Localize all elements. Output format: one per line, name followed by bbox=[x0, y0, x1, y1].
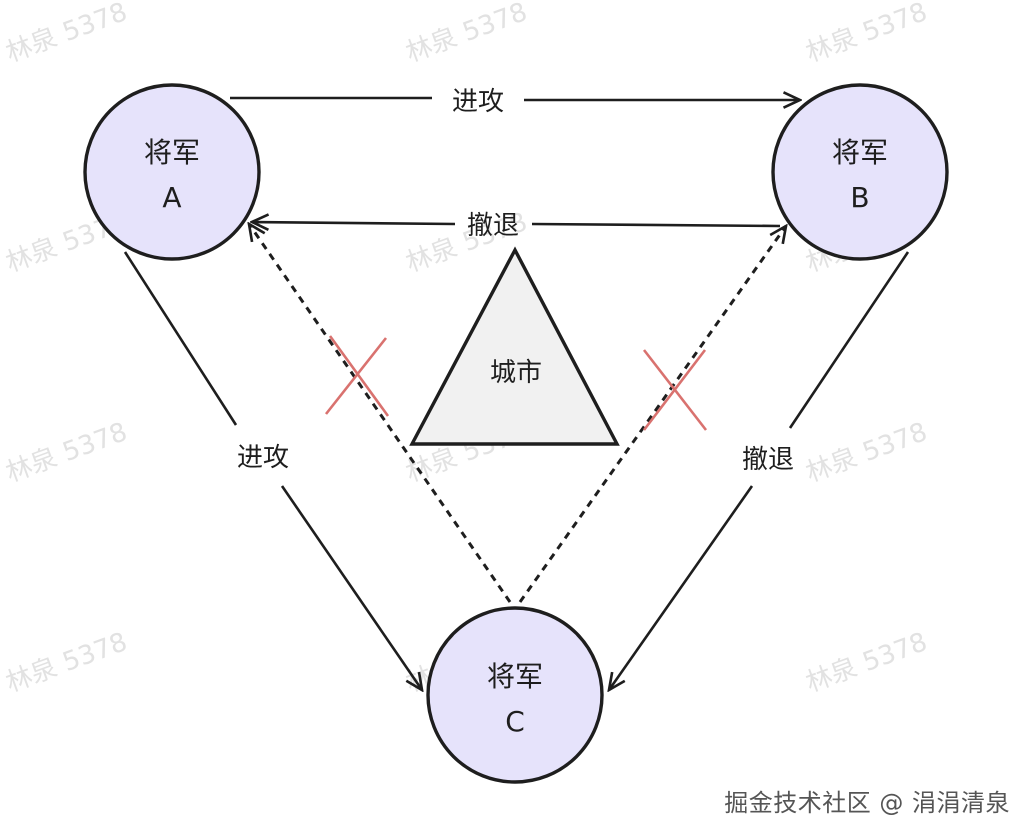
watermark: 林泉 5378 bbox=[802, 417, 931, 488]
node-letter: B bbox=[850, 181, 869, 214]
watermark: 林泉 5378 bbox=[802, 627, 931, 698]
node-general-a: 将军 A bbox=[83, 83, 261, 261]
edge-a-to-c-upper bbox=[123, 251, 238, 426]
watermark: 林泉 5378 bbox=[2, 627, 131, 698]
node-general-c: 将军 C bbox=[426, 606, 604, 784]
node-letter: C bbox=[505, 705, 525, 738]
node-title: 将军 bbox=[832, 136, 888, 169]
city: 城市 bbox=[409, 246, 620, 446]
node-title: 将军 bbox=[144, 136, 200, 169]
edge-label-b-to-a: 撤退 bbox=[467, 211, 519, 241]
edge-c-to-a-dashed bbox=[249, 224, 512, 603]
node-circle bbox=[426, 606, 604, 784]
edge-b-to-c-upper bbox=[788, 251, 910, 429]
node-title: 将军 bbox=[487, 660, 543, 693]
edge-b-to-a-right bbox=[531, 222, 781, 228]
watermark: 林泉 5378 bbox=[2, 417, 131, 488]
cross-icon bbox=[324, 335, 390, 417]
watermark: 林泉 5378 bbox=[2, 0, 131, 69]
edge-c-to-b-dashed bbox=[518, 226, 786, 603]
edge-label-a-to-b: 进攻 bbox=[452, 87, 504, 117]
footer-credit: 掘金技术社区 @ 涓涓清泉 bbox=[724, 789, 1010, 817]
node-letter: A bbox=[162, 181, 181, 214]
dashed-edges bbox=[249, 224, 786, 603]
node-circle bbox=[83, 83, 261, 261]
node-circle bbox=[771, 83, 949, 261]
city-triangle bbox=[409, 246, 620, 446]
node-general-b: 将军 B bbox=[771, 83, 949, 261]
city-label: 城市 bbox=[490, 358, 542, 388]
edges bbox=[123, 98, 910, 690]
edge-b-to-a-left bbox=[252, 222, 456, 224]
edge-b-to-c-lower bbox=[609, 485, 754, 690]
watermark: 林泉 5378 bbox=[402, 0, 531, 69]
watermark: 林泉 5378 bbox=[802, 0, 931, 69]
edge-label-a-to-c: 进攻 bbox=[237, 443, 289, 473]
edge-a-to-c-lower bbox=[280, 485, 422, 690]
cross-icon bbox=[642, 349, 708, 431]
edge-label-b-to-c: 撤退 bbox=[742, 445, 794, 475]
cross-marks bbox=[324, 335, 708, 431]
edge-labels: 进攻 撤退 进攻 撤退 bbox=[237, 87, 794, 475]
